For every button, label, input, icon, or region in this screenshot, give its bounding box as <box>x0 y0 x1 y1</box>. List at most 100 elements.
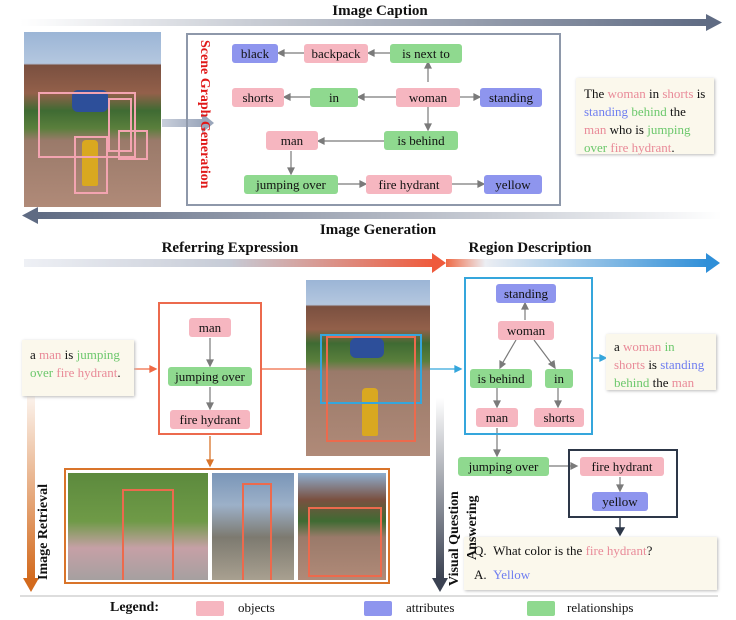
photo-to-region-graph-head <box>454 364 463 374</box>
region-description-arrowhead <box>706 253 720 273</box>
node-standing: standing <box>480 88 542 107</box>
bbox-man <box>38 92 136 158</box>
scene-photo-center <box>306 280 430 456</box>
reg-node-standing: standing <box>496 284 556 303</box>
image-caption-arrowhead <box>706 14 722 31</box>
vqa-answer: A. Yellow <box>474 567 531 582</box>
vqa-edge-man-jumping-head <box>493 449 501 458</box>
image-generation-arrow-bar <box>36 212 722 219</box>
legend-relationships-label: relationships <box>567 600 634 615</box>
node-jumping-over: jumping over <box>244 175 338 194</box>
image-retrieval-label: Image Retrieval <box>36 483 51 580</box>
reg-node-in: in <box>545 369 573 388</box>
region-description-title: Region Description <box>468 240 592 256</box>
image-retrieval-arrow-bar <box>27 380 35 580</box>
edge-jumpingover-hydrant-head <box>359 180 368 188</box>
edge-in-shorts-head <box>282 93 291 101</box>
retrieval-image-2 <box>212 473 294 580</box>
node-is-next-to: is next to <box>390 44 462 63</box>
edge-isnextto-backpack-head <box>366 49 375 57</box>
hydrant-shape <box>82 140 98 186</box>
vqa-graph-panel <box>568 449 678 518</box>
legend-attributes-swatch <box>364 601 392 616</box>
ref-node-jumping-over: jumping over <box>168 367 252 386</box>
node-black: black <box>232 44 278 63</box>
legend-objects-swatch <box>196 601 224 616</box>
image-generation-title: Image Generation <box>319 222 437 238</box>
ref-text-to-graph-head <box>149 364 158 374</box>
image-generation-arrowhead <box>22 207 38 224</box>
vqa-node-jumping-over: jumping over <box>458 457 549 476</box>
region-graph-to-desc-head <box>599 353 608 363</box>
ref-edge-jumping-hydrant-head <box>206 402 214 411</box>
reg-edge-isbehind-man-head <box>493 400 501 409</box>
reg-edge-woman-isbehind <box>501 339 517 365</box>
reg-node-is-behind: is behind <box>470 369 532 388</box>
ref-node-fire-hydrant: fire hydrant <box>170 410 250 429</box>
node-man: man <box>266 131 318 150</box>
retrieval-image-3 <box>298 473 386 580</box>
vqa-edge-jumping-hydrant-head <box>570 462 579 470</box>
vqa-label-line1: Visual Question <box>447 491 462 586</box>
person-jumping-shape-center <box>350 338 384 358</box>
bbox-woman <box>108 98 132 152</box>
bbox-hydrant <box>74 136 108 194</box>
referring-expression-text: a man is jumping over fire hydrant. <box>22 340 134 396</box>
vqa-node-fire-hydrant: fire hydrant <box>580 457 664 476</box>
edge-woman-isnextto-head <box>424 60 432 69</box>
edge-hydrant-yellow-head <box>477 180 486 188</box>
image-caption-title: Image Caption <box>332 3 428 19</box>
scene-photo-top <box>24 32 161 207</box>
region-graph-panel <box>464 277 593 435</box>
scene-graph-panel <box>186 33 561 206</box>
person-jumping-shape <box>72 90 108 112</box>
referring-expression-arrowhead <box>432 253 446 273</box>
vqa-arrowhead <box>432 578 448 592</box>
retrieval-bbox-1 <box>122 489 174 580</box>
region-description-text: a woman in shorts is standing behind the… <box>606 334 716 390</box>
ref-to-retrieval-head <box>205 459 215 468</box>
edge-man-jumpingover-head <box>287 167 295 176</box>
scene-graph-arrowhead <box>202 113 214 133</box>
reg-node-man: man <box>476 408 518 427</box>
retrieval-image-1 <box>68 473 208 580</box>
edge-backpack-black-head <box>276 49 285 57</box>
reg-edge-woman-in <box>533 339 553 365</box>
edge-woman-isbehind-head <box>424 123 432 132</box>
retrieval-bbox-3 <box>308 507 382 577</box>
node-backpack: backpack <box>304 44 368 63</box>
image-caption-arrow-bar <box>20 19 708 26</box>
reg-edge-woman-isbehind-head <box>499 359 507 370</box>
node-yellow: yellow <box>484 175 542 194</box>
referring-expression-title: Referring Expression <box>161 240 299 256</box>
node-woman: woman <box>396 88 460 107</box>
vqa-label-line2: Answering <box>465 495 480 560</box>
bbox-referring-red <box>326 336 416 442</box>
referring-expression-arrow-bar <box>24 259 434 267</box>
region-description-arrow-bar <box>446 259 708 267</box>
reg-edge-in-shorts-head <box>554 400 562 409</box>
hydrant-shape-center <box>362 388 378 436</box>
legend-objects-label: objects <box>238 600 275 615</box>
legend-title: Legend: <box>110 600 159 615</box>
ref-edge-man-jumping-head <box>206 359 214 368</box>
node-fire-hydrant: fire hydrant <box>366 175 452 194</box>
reg-edge-woman-standing-head <box>521 301 529 310</box>
edge-woman-standing-head <box>473 93 482 101</box>
vqa-graph-to-qa-head <box>614 527 626 537</box>
node-is-behind: is behind <box>384 131 458 150</box>
legend-relationships-swatch <box>527 601 555 616</box>
bbox-backpack <box>118 130 148 160</box>
reg-edge-woman-in-head <box>547 360 556 370</box>
image-caption-text: The woman in shorts is standing behind t… <box>576 78 714 155</box>
ref-node-man: man <box>189 318 231 337</box>
vqa-qa-box: Q. What color is the fire hydrant? A. Ye… <box>464 537 717 590</box>
legend-attributes-label: attributes <box>406 600 455 615</box>
image-retrieval-arrowhead <box>23 578 39 592</box>
bbox-region-blue <box>320 334 422 404</box>
vqa-question: Q. What color is the fire hydrant? <box>474 543 653 558</box>
vqa-node-yellow: yellow <box>592 492 648 511</box>
reg-node-shorts: shorts <box>534 408 584 427</box>
node-in: in <box>310 88 358 107</box>
